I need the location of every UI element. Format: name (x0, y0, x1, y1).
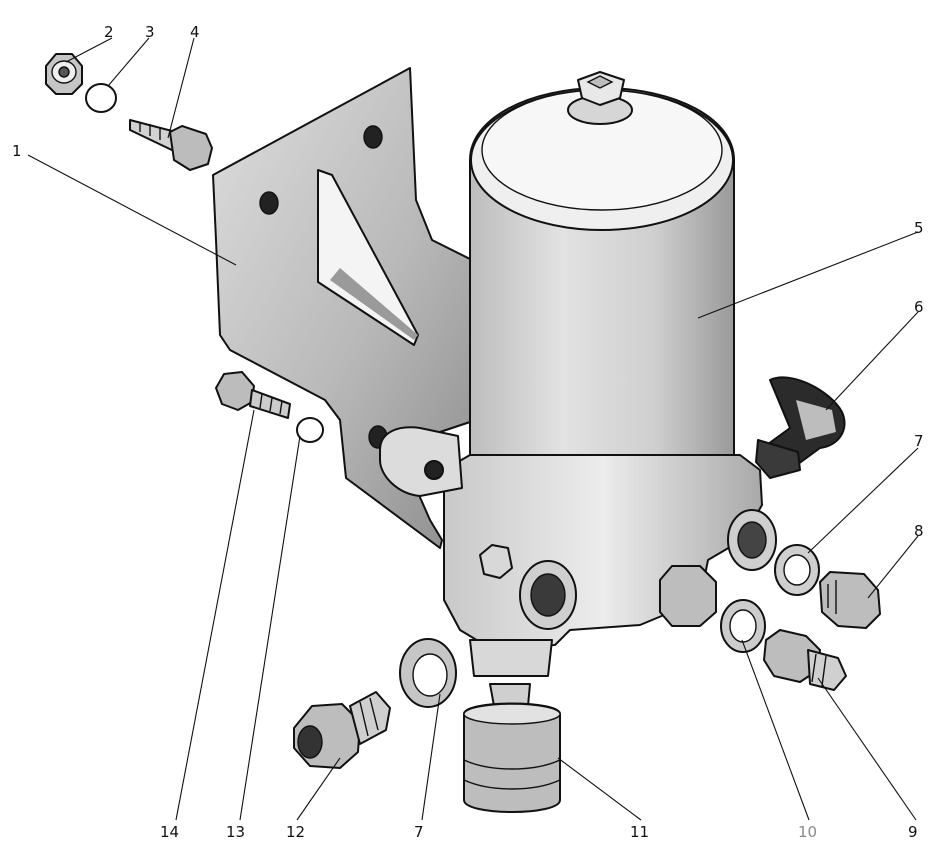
callout-12: 12 (286, 823, 305, 841)
sealing-ring-left (399, 638, 457, 708)
elbow-fitting (755, 376, 846, 479)
filter-canister (469, 71, 735, 549)
hex-nut (45, 53, 83, 95)
callout-6: 6 (914, 298, 924, 316)
threaded-plug (819, 571, 881, 629)
sealing-ring-small (720, 599, 766, 653)
callout-8: 8 (914, 522, 924, 540)
callout-7-bottom: 7 (414, 823, 424, 841)
inlet-connector (293, 691, 391, 769)
leader-lines (27, 37, 919, 821)
callout-2: 2 (104, 23, 114, 41)
union-fitting (763, 629, 847, 691)
callout-7-right: 7 (914, 432, 924, 450)
sealing-ring-right (774, 544, 820, 596)
spring-washer-top (85, 83, 117, 113)
callout-11: 11 (630, 823, 649, 841)
lower-hex-bolt (215, 371, 291, 419)
callout-1: 1 (12, 142, 22, 160)
hex-bolt (129, 119, 213, 171)
callout-14: 14 (160, 823, 179, 841)
callout-13: 13 (226, 823, 245, 841)
drain-valve (463, 683, 561, 813)
valve-body (379, 426, 777, 677)
callout-3: 3 (145, 23, 155, 41)
callout-labels: 1 2 3 4 5 6 7 8 9 10 11 12 13 14 7 (12, 23, 924, 841)
lower-spring-washer (296, 417, 324, 443)
callout-9: 9 (908, 823, 918, 841)
callout-5: 5 (914, 219, 924, 237)
callout-10: 10 (798, 823, 817, 841)
callout-4: 4 (190, 23, 200, 41)
